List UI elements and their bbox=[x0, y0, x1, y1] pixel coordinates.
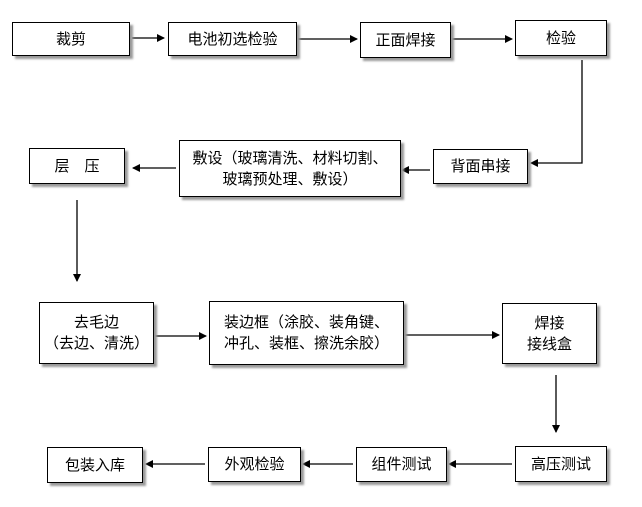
step-junction-box: 焊接 接线盒 bbox=[502, 303, 597, 364]
step-visual-inspection-label: 外观检验 bbox=[224, 455, 285, 473]
step-front-welding-label: 正面焊接 bbox=[375, 30, 436, 49]
step-cell-inspection-label: 电池初选检验 bbox=[187, 29, 278, 48]
step-lamination: 层 压 bbox=[29, 148, 125, 184]
step-deburring-label-line1: 去毛边 bbox=[73, 313, 119, 331]
step-inspection-label: 检验 bbox=[545, 28, 576, 47]
step-back-string: 背面串接 bbox=[433, 149, 528, 184]
step-module-test-label: 组件测试 bbox=[371, 455, 432, 473]
step-laying-label-line2: 玻璃预处理、敷设） bbox=[222, 169, 358, 188]
step-packing: 包装入库 bbox=[47, 447, 143, 483]
step-inspection: 检验 bbox=[515, 20, 607, 56]
step-junction-box-label-line1: 焊接 bbox=[534, 313, 565, 332]
step-cutting: 裁剪 bbox=[12, 22, 130, 56]
step-deburring: 去毛边 （去边、清洗） bbox=[39, 302, 154, 364]
step-laying: 敷设（玻璃清洗、材料切割、 玻璃预处理、敷设） bbox=[179, 140, 401, 197]
step-framing-label-line1: 装边框（涂胶、装角键、 bbox=[223, 313, 389, 331]
step-packing-label: 包装入库 bbox=[64, 455, 125, 474]
step-junction-box-label-line2: 接线盒 bbox=[526, 334, 572, 353]
step-hipot-test-label: 高压测试 bbox=[530, 454, 591, 473]
step-lamination-label: 层 压 bbox=[54, 156, 100, 175]
step-module-test: 组件测试 bbox=[356, 447, 447, 482]
step-visual-inspection: 外观检验 bbox=[208, 447, 301, 482]
step-back-string-label: 背面串接 bbox=[450, 157, 511, 175]
step-hipot-test: 高压测试 bbox=[515, 446, 607, 482]
arrow-inspection-to-back-string bbox=[530, 60, 583, 167]
step-front-welding: 正面焊接 bbox=[360, 22, 451, 58]
step-cell-inspection: 电池初选检验 bbox=[168, 22, 297, 56]
step-framing-label-line2: 冲孔、装框、擦洗余胶） bbox=[223, 334, 389, 352]
step-framing: 装边框（涂胶、装角键、 冲孔、装框、擦洗余胶） bbox=[209, 301, 404, 365]
step-laying-label-line1: 敷设（玻璃清洗、材料切割、 bbox=[192, 148, 388, 167]
step-cutting-label: 裁剪 bbox=[55, 29, 86, 48]
step-deburring-label-line2: （去边、清洗） bbox=[43, 334, 149, 352]
